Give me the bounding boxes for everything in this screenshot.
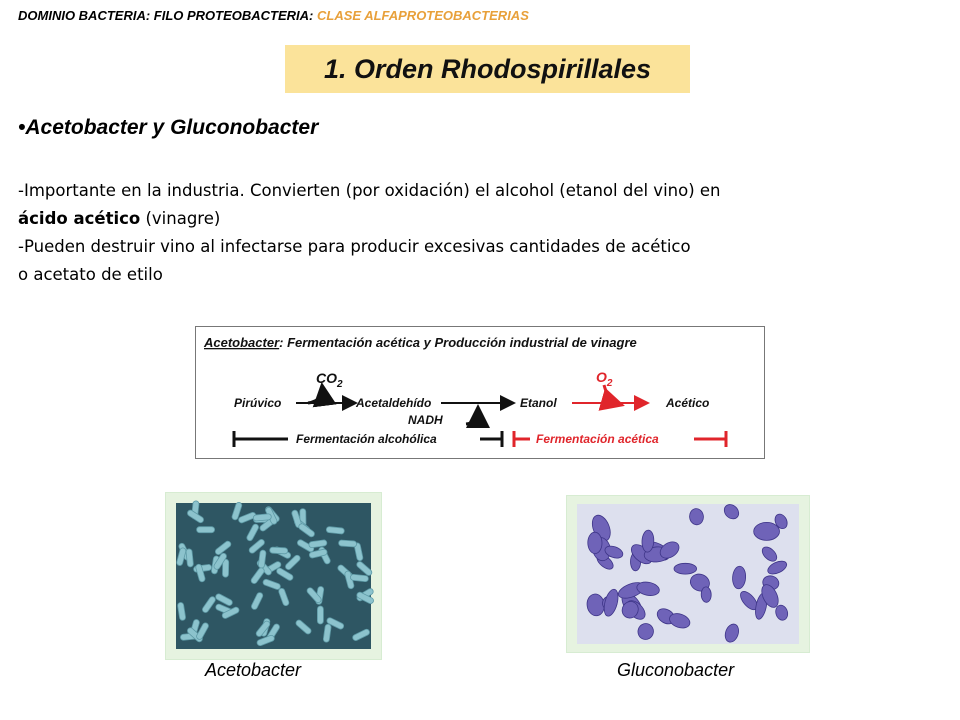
- acetobacter-cell: [214, 540, 232, 555]
- acetobacter-cell: [278, 587, 290, 607]
- gluconobacter-cell: [767, 560, 788, 575]
- gluconobacter-cell: [641, 529, 655, 553]
- acetobacter-cell: [295, 619, 312, 635]
- acetobacter-micrograph: [165, 492, 382, 660]
- co2-release-arrow: [307, 382, 337, 408]
- header-accent: CLASE ALFAPROTEOBACTERIAS: [317, 8, 529, 23]
- gluconobacter-cell: [673, 562, 698, 575]
- label-acetico: Acético: [665, 396, 709, 410]
- caption-acetobacter: Acetobacter: [205, 660, 302, 680]
- acetobacter-image: [176, 500, 374, 649]
- acetobacter-cell: [350, 573, 369, 583]
- gluconobacter-cell: [724, 623, 739, 643]
- acetobacter-cell: [251, 592, 264, 610]
- acetobacter-cell: [196, 526, 216, 534]
- bullet-heading: •Acetobacter y Gluconobacter: [18, 116, 319, 139]
- gluconobacter-cell: [587, 531, 603, 554]
- acetobacter-cell: [195, 563, 206, 583]
- caption-gluconobacter: Gluconobacter: [617, 660, 735, 680]
- gluconobacter-cell: [636, 581, 660, 596]
- acetobacter-cell: [285, 554, 301, 570]
- acetobacter-cell: [262, 578, 281, 590]
- o2-input-arrow: [598, 384, 625, 411]
- gluconobacter-cell: [761, 546, 778, 562]
- gluconobacter-cell: [603, 588, 619, 617]
- diagram-title: Acetobacter: Fermentación acética y Prod…: [203, 335, 637, 350]
- acetobacter-cell: [297, 539, 315, 553]
- acetobacter-cell: [356, 561, 373, 576]
- acetobacter-cell: [202, 596, 216, 613]
- slide-header: DOMINIO BACTERIA: FILO PROTEOBACTERIA: C…: [18, 8, 529, 23]
- nadh-input-arrow: [465, 404, 490, 429]
- acetobacter-cell: [250, 567, 265, 584]
- gluconobacter-image: [577, 504, 799, 644]
- label-ferm-acetica: Fermentación acética: [536, 432, 659, 446]
- acetobacter-cell: [238, 511, 257, 524]
- gluconobacter-cell: [669, 613, 691, 629]
- acetobacter-cell: [326, 617, 345, 630]
- acetobacter-cell: [269, 546, 289, 555]
- acetobacter-cell: [176, 547, 187, 566]
- paragraph-2-line-1: -Pueden destruir vino al infectarse para…: [18, 237, 691, 256]
- diagram-title-acetobacter: Acetobacter: [203, 335, 280, 350]
- gluconobacter-micrograph: [566, 495, 810, 653]
- label-ferm-alcoholica: Fermentación alcohólica: [296, 432, 437, 446]
- vinagre-text: (vinagre): [140, 209, 221, 228]
- gluconobacter-cell: [637, 623, 654, 640]
- gluconobacter-cell: [761, 584, 779, 608]
- acetobacter-cell: [308, 539, 328, 549]
- acetobacter-cell: [352, 628, 370, 641]
- paragraph-1-line-1: -Importante en la industria. Convierten …: [18, 181, 721, 200]
- gluconobacter-cell: [689, 508, 704, 526]
- acetobacter-cell: [213, 552, 227, 570]
- acetobacter-cell: [196, 622, 209, 640]
- acetobacter-cell: [185, 548, 194, 568]
- acetobacter-cell: [256, 634, 275, 647]
- gluconobacter-cell: [604, 545, 624, 559]
- acetobacter-cell: [248, 539, 265, 554]
- acetobacter-cell: [356, 591, 374, 605]
- label-nadh: NADH: [408, 413, 443, 427]
- gluconobacter-cell: [753, 522, 780, 541]
- acetobacter-cell: [177, 602, 186, 621]
- paragraph-2-line-2: o acetato de etilo: [18, 265, 163, 284]
- acetobacter-cell: [298, 523, 315, 538]
- acetobacter-cell: [252, 513, 272, 522]
- gluconobacter-cell: [774, 513, 788, 530]
- label-o2: O2: [596, 369, 613, 389]
- gluconobacter-cell: [700, 586, 712, 603]
- gluconobacter-cell: [732, 565, 747, 590]
- fermentation-diagram: Acetobacter: Fermentación acética y Prod…: [195, 326, 765, 459]
- acetobacter-cell: [246, 523, 259, 542]
- acetobacter-cell: [325, 526, 345, 535]
- acetobacter-cell: [222, 558, 230, 578]
- acetobacter-cell: [322, 623, 332, 643]
- label-acetaldehido: Acetaldehído: [355, 396, 431, 410]
- gluconobacter-cell: [621, 601, 639, 619]
- acido-acetico-bold: ácido acético: [18, 209, 141, 228]
- acetobacter-cell: [231, 501, 243, 521]
- slide-title: 1. Orden Rhodospirillales: [323, 53, 652, 84]
- paragraph-1: -Importante en la industria. Convierten …: [18, 177, 918, 289]
- gluconobacter-cell: [775, 604, 789, 621]
- paragraph-1-line-2: ácido acético (vinagre): [18, 205, 918, 233]
- label-etanol: Etanol: [520, 396, 557, 410]
- acetobacter-cell: [338, 539, 357, 548]
- gluconobacter-cell: [659, 541, 680, 559]
- acetobacter-cell: [187, 509, 204, 524]
- gluconobacter-cell: [723, 504, 740, 520]
- acetobacter-cell: [306, 587, 322, 604]
- acetobacter-cell: [221, 606, 240, 619]
- acetobacter-cell: [308, 548, 328, 559]
- title-box: 1. Orden Rhodospirillales: [285, 45, 690, 93]
- diagram-svg: Acetobacter: Fermentación acética y Prod…: [203, 335, 728, 447]
- acetobacter-cell: [316, 605, 324, 625]
- acetobacter-cell: [255, 620, 271, 637]
- header-prefix: DOMINIO BACTERIA: FILO PROTEOBACTERIA:: [18, 8, 317, 23]
- acetobacter-cell: [215, 593, 233, 606]
- label-co2: CO2: [316, 370, 343, 390]
- label-piruvico: Pirúvico: [234, 396, 281, 410]
- diagram-title-rest: : Fermentación acética y Producción indu…: [279, 335, 637, 350]
- acetobacter-cell: [276, 567, 294, 581]
